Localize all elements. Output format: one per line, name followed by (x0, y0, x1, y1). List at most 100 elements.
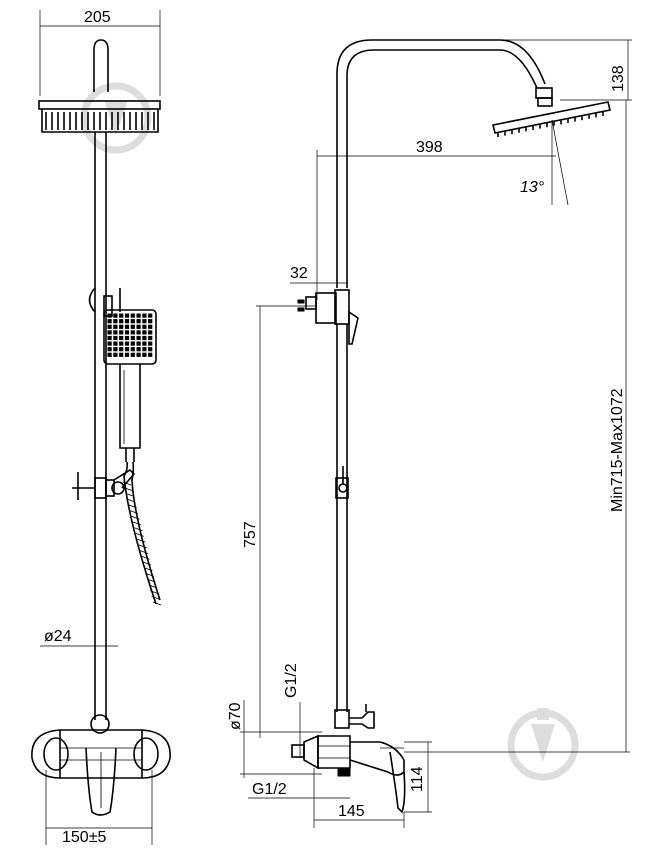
hose-coil-mark (144, 567, 153, 572)
nozzle-dot (124, 347, 130, 352)
hose-coil-mark (138, 544, 147, 549)
hose-coil-mark (131, 515, 140, 520)
nozzle-dot (136, 352, 141, 357)
dim-holder-height: 757 (242, 521, 259, 548)
nozzle-dot (136, 341, 141, 346)
hose-coil-mark (140, 550, 149, 554)
nozzle-dot (148, 324, 153, 329)
dim-head-width: 205 (84, 9, 111, 26)
dim-holder-offset: 32 (290, 265, 308, 282)
rain-shower-head-side (492, 87, 611, 137)
nozzle-dot (107, 347, 112, 352)
nozzle-dot (136, 324, 141, 329)
nozzle-dot (124, 324, 130, 329)
hose-front (122, 461, 162, 606)
nozzle-dot (124, 330, 130, 335)
nozzle-dot (113, 341, 118, 346)
dim-head-angle: 13° (520, 179, 545, 196)
nozzle-dot (113, 330, 118, 335)
nozzle-dot (113, 352, 118, 357)
nozzle-dot (142, 313, 147, 318)
nozzle-dot (136, 313, 141, 318)
nozzle-dot (113, 324, 118, 329)
nozzle-dot (113, 313, 118, 318)
nozzle-dot (119, 324, 124, 329)
hose-coil-mark (135, 533, 144, 537)
nozzle-dot (119, 313, 124, 318)
nozzle-dot (119, 347, 124, 352)
nozzle-dot (148, 319, 153, 324)
hose-coil-mark (148, 584, 157, 589)
nozzle-dot (136, 335, 141, 341)
nozzle-dot (148, 313, 153, 318)
dim-arm-height: 138 (610, 65, 627, 92)
nozzle-dot (130, 352, 135, 357)
nozzle-dot (113, 335, 118, 341)
nozzle-dot (142, 335, 147, 341)
nozzle-dot (119, 330, 124, 335)
watermark-logo-bottom (507, 708, 579, 781)
nozzle-dot (119, 352, 124, 357)
hose-coil-mark (142, 561, 152, 566)
rain-shower-head-front (38, 100, 161, 133)
nozzle-dot (124, 313, 130, 318)
nozzle-dot (124, 319, 130, 324)
hose-coil-mark (124, 487, 133, 492)
nozzle-dot (148, 330, 153, 335)
nozzle-dot (142, 341, 147, 346)
hose-coil-mark (141, 555, 150, 560)
nozzle-dot (148, 352, 153, 357)
nozzle-dot (142, 352, 147, 357)
nozzle-dot (130, 313, 135, 318)
nozzle-dot (130, 335, 135, 341)
dim-cover-diameter: ø70 (227, 702, 244, 730)
nozzle-dot (113, 319, 118, 324)
nozzle-dot (148, 335, 153, 341)
front-view: 205 (31, 9, 171, 846)
hand-shower-front (103, 309, 157, 462)
nozzle-dot (130, 319, 135, 324)
nozzle-dot (124, 341, 130, 346)
dim-arm-reach: 398 (416, 139, 443, 156)
nozzle-dot (142, 330, 147, 335)
nozzle-dot (107, 341, 112, 346)
hose-coil-mark (151, 595, 160, 600)
nozzle-dot (136, 347, 141, 352)
nozzle-dot (107, 313, 112, 318)
nozzle-dot (107, 352, 112, 357)
nozzle-dot (130, 347, 135, 352)
dim-mixer-depth: 145 (338, 803, 365, 820)
hose-coil-mark (128, 504, 137, 509)
nozzle-dot (119, 319, 124, 324)
nozzle-dot (148, 341, 153, 346)
side-view: 138 13° 398 32 (227, 39, 632, 828)
hose-coil-mark (137, 538, 146, 543)
hose-coil-mark (145, 573, 154, 577)
nozzle-dot (142, 347, 147, 352)
mixer-side (291, 734, 406, 814)
hose-coil-mark (130, 510, 139, 514)
nozzle-dot (107, 335, 112, 341)
nozzle-dot (130, 330, 135, 335)
dim-inlet-spacing: 150±5 (62, 829, 106, 846)
slider-holder-front (72, 468, 136, 500)
hose-coil-mark (127, 498, 136, 503)
diverter-side (334, 704, 375, 729)
dim-total-height: Min715-Max1072 (609, 388, 626, 512)
dim-mixer-height: 114 (409, 766, 426, 792)
hose-coil-mark (125, 493, 134, 497)
nozzle-dot (124, 335, 130, 341)
nozzle-dot (136, 330, 141, 335)
nozzle-dot (107, 324, 112, 329)
nozzle-dot (119, 335, 124, 341)
nozzle-dot (107, 319, 112, 324)
hose-coil-mark (132, 521, 142, 526)
nozzle-dot (142, 324, 147, 329)
hose-coil-mark (150, 590, 159, 594)
nozzle-dot (136, 319, 141, 324)
slider-side (335, 466, 349, 499)
nozzle-dot (124, 352, 130, 357)
nozzle-dot (130, 324, 135, 329)
nozzle-dot (148, 347, 153, 352)
